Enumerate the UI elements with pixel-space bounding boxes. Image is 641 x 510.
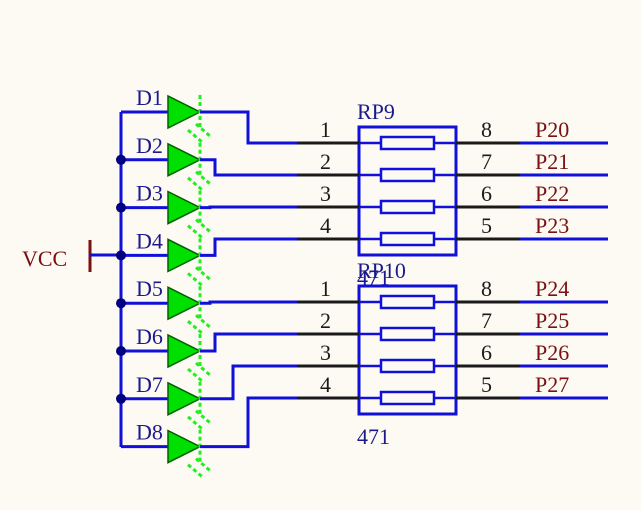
led-cathode-wire <box>200 237 297 257</box>
led-emission-arrow <box>187 367 203 383</box>
led-body <box>167 381 202 417</box>
junction-dot <box>116 298 126 309</box>
pin-number-left: 3 <box>320 340 331 365</box>
led-d8: D8 <box>121 420 211 478</box>
led-ref-label: D4 <box>136 228 163 253</box>
led-cathode-wire <box>200 364 297 401</box>
led-d4: D4 <box>116 228 211 287</box>
pin-number-right: 8 <box>481 276 492 301</box>
pin-number-left: 1 <box>320 117 331 142</box>
led-to-resistor-wires <box>200 110 297 449</box>
led-emission-arrow <box>187 128 203 144</box>
led-body <box>167 142 202 178</box>
led-body <box>167 333 202 369</box>
led-emission-arrow <box>195 218 211 233</box>
led-emission-arrow <box>187 320 203 335</box>
pin-number-right: 7 <box>481 149 492 174</box>
led-emission-arrow <box>195 457 211 472</box>
led-emission-arrow <box>195 314 211 329</box>
led-emission-arrow <box>195 361 211 377</box>
led-emission-arrow <box>195 170 211 185</box>
pin-number-left: 2 <box>320 308 331 333</box>
junction-dot <box>116 393 126 404</box>
pin-number-right: 8 <box>481 117 492 142</box>
led-ref-label: D7 <box>136 372 163 397</box>
led-emission-arrow <box>187 272 203 287</box>
net-label: P20 <box>535 117 569 142</box>
pin-number-left: 1 <box>320 276 331 301</box>
led-cathode-wire <box>200 110 297 145</box>
led-cathode-wire <box>200 205 297 210</box>
net-label: P26 <box>535 340 569 365</box>
led-ref-label: D6 <box>136 324 163 349</box>
led-ref-label: D3 <box>136 181 163 206</box>
vcc-label: VCC <box>22 246 67 271</box>
led-body <box>167 190 202 225</box>
net-label: P27 <box>535 372 569 397</box>
pin-number-right: 6 <box>481 181 492 206</box>
led-d6: D6 <box>116 324 211 383</box>
led-ref-label: D2 <box>136 133 163 158</box>
pin-number-right: 6 <box>481 340 492 365</box>
led-ref-label: D8 <box>136 420 163 445</box>
net-label: P24 <box>535 276 569 301</box>
junction-dot <box>116 346 126 356</box>
junction-dot <box>116 154 126 165</box>
led-cathode-wire <box>200 396 297 449</box>
led-cathode-wire <box>200 158 297 177</box>
net-label: P25 <box>535 308 569 333</box>
pin-number-left: 3 <box>320 181 331 206</box>
resistor-pack-value: 471 <box>357 424 390 449</box>
pin-number-left: 4 <box>320 213 331 238</box>
led-ref-label: D1 <box>136 85 163 110</box>
led-emission-arrow <box>187 224 203 239</box>
led-emission-arrow <box>195 122 211 138</box>
led-cathode-wire <box>200 332 297 353</box>
resistor-pack-ref: RP9 <box>357 99 395 124</box>
led-d3: D3 <box>116 181 211 239</box>
led-d2: D2 <box>116 133 211 191</box>
net-label: P22 <box>535 181 569 206</box>
resistor-pack-ref: RP10 <box>357 258 406 283</box>
resistor-pack-body <box>357 284 458 416</box>
pin-number-left: 2 <box>320 149 331 174</box>
led-body <box>167 94 202 130</box>
led-cathode-wire <box>200 300 297 305</box>
led-body <box>167 285 202 321</box>
net-label: P21 <box>535 149 569 174</box>
led-d1: D1 <box>121 85 211 144</box>
resistor-pack-body <box>357 125 458 257</box>
junction-dot <box>116 250 126 261</box>
resistor-pack-rp10: RP10 471 1 8 P24 2 7 P25 3 6 P26 4 5 P27 <box>297 258 608 449</box>
junction-dot <box>116 202 126 213</box>
led-emission-arrow <box>195 409 211 424</box>
led-body <box>167 429 202 464</box>
pin-number-right: 7 <box>481 308 492 333</box>
net-label: P23 <box>535 213 569 238</box>
led-emission-arrow <box>187 415 203 430</box>
pin-number-left: 4 <box>320 372 331 397</box>
led-body <box>167 238 202 273</box>
pin-number-right: 5 <box>481 372 492 397</box>
pin-number-right: 5 <box>481 213 492 238</box>
led-ref-label: D5 <box>136 276 163 301</box>
led-emission-arrow <box>187 176 203 191</box>
led-emission-arrow <box>187 463 203 478</box>
led-emission-arrow <box>195 266 211 281</box>
